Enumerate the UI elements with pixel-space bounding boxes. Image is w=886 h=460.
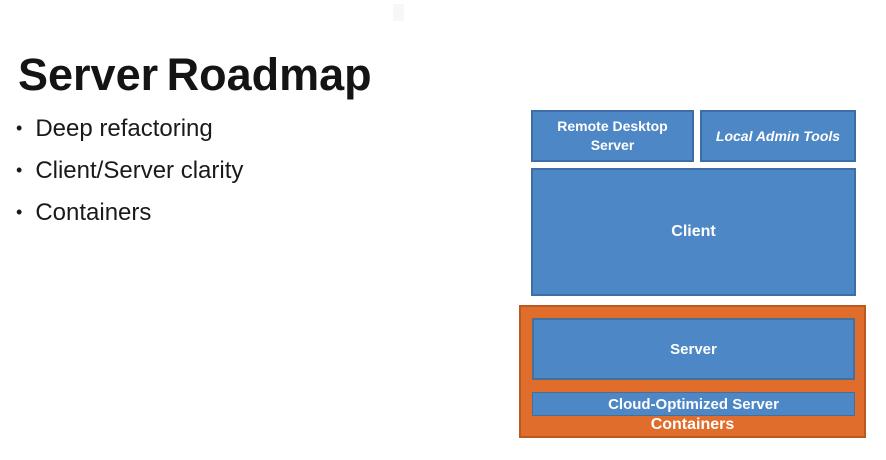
bullet-text: Containers — [35, 199, 152, 226]
list-item: • Containers — [16, 192, 243, 234]
server-box: Server — [532, 318, 855, 380]
local-admin-tools-box: Local Admin Tools — [700, 110, 856, 162]
containers-group-box: Server Cloud-Optimized Server Containers — [519, 305, 866, 438]
list-item: • Deep refactoring — [16, 108, 243, 150]
bullet-icon: • — [16, 202, 23, 222]
bullet-icon: • — [16, 118, 23, 138]
bullet-list: • Deep refactoring • Client/Server clari… — [16, 108, 243, 234]
cloud-optimized-server-box: Cloud-Optimized Server — [532, 392, 855, 416]
bullet-text: Client/Server clarity — [35, 157, 244, 184]
scan-artifact-mark — [393, 4, 404, 21]
client-box: Client — [531, 168, 856, 296]
bullet-icon: • — [16, 160, 23, 180]
list-item: • Client/Server clarity — [16, 150, 243, 192]
remote-desktop-server-box: Remote Desktop Server — [531, 110, 694, 162]
page-title: Server Roadmap — [18, 49, 372, 101]
containers-group-label: Containers — [650, 416, 735, 433]
bullet-text: Deep refactoring — [35, 115, 213, 142]
